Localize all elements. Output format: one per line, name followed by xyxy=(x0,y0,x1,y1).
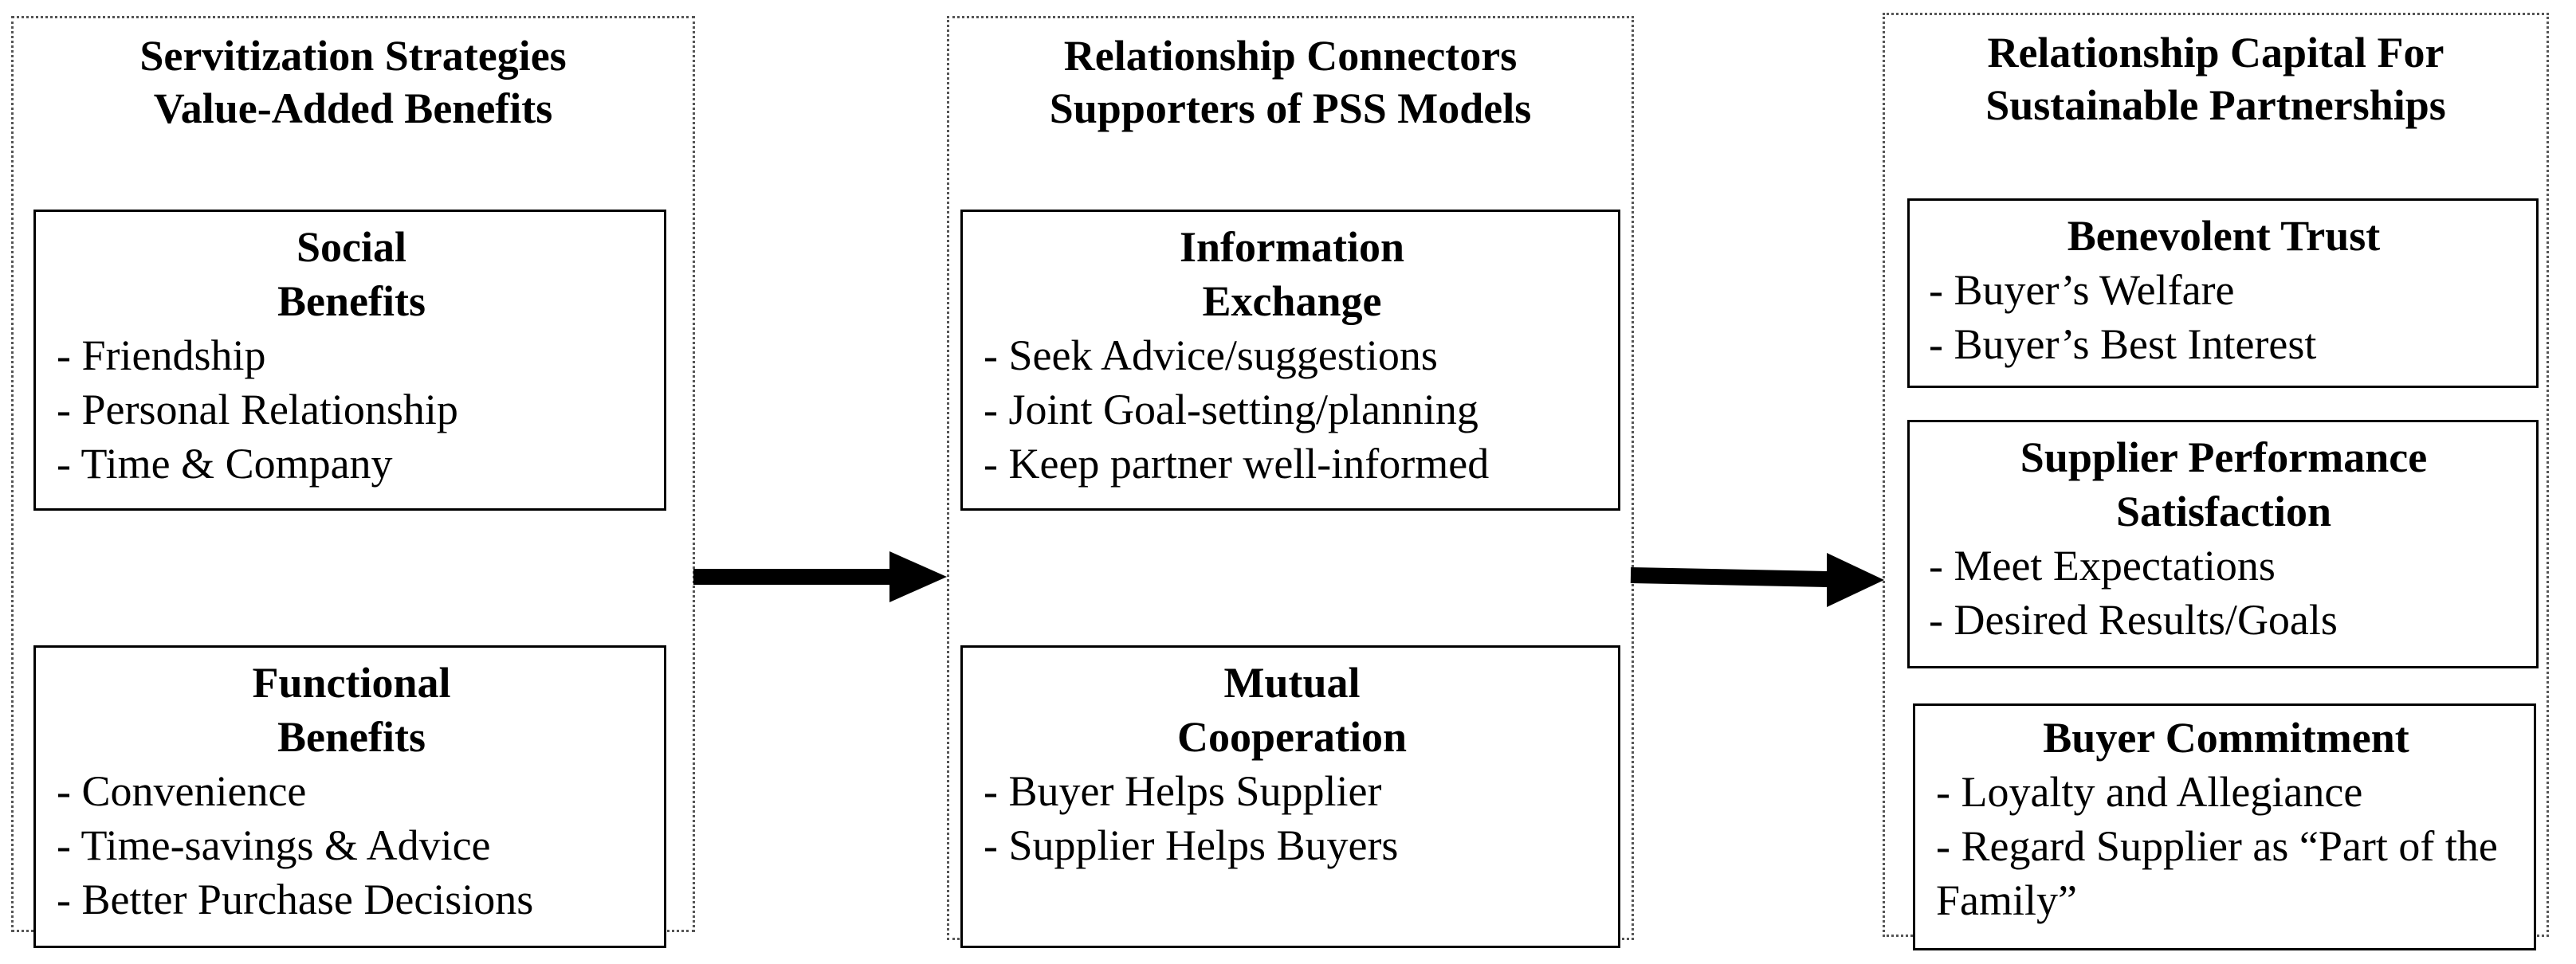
arrow-column1-to-column2 xyxy=(693,551,947,602)
list-item: - Meet Expectations xyxy=(1929,542,2276,590)
list-item: - Friendship xyxy=(57,331,266,379)
box-title: Mutual Cooperation xyxy=(984,656,1600,764)
box-title-line1: Functional xyxy=(252,659,451,707)
list-item: - Personal Relationship xyxy=(57,386,458,433)
list-item: - Loyalty and Allegiance xyxy=(1936,768,2363,816)
box-supplier-performance-satisfaction: Supplier Performance Satisfaction - Meet… xyxy=(1907,420,2539,668)
column-relationship-connectors: Relationship Connectors Supporters of PS… xyxy=(947,16,1634,940)
column-title-line1: Relationship Capital For xyxy=(1987,29,2444,76)
box-functional-benefits: Functional Benefits - Convenience - Time… xyxy=(33,645,666,948)
list-item: - Convenience xyxy=(57,767,307,815)
arrow-column2-to-column3 xyxy=(1630,553,1884,607)
list-item: - Time & Company xyxy=(57,440,393,488)
column-title-line2: Sustainable Partnerships xyxy=(1985,81,2446,129)
box-title-line1: Supplier Performance xyxy=(2020,433,2428,481)
box-title-line1: Information xyxy=(1180,223,1404,271)
column-relationship-capital: Relationship Capital For Sustainable Par… xyxy=(1883,13,2549,937)
box-benevolent-trust: Benevolent Trust - Buyer’s Welfare - Buy… xyxy=(1907,198,2539,388)
column-title-line2: Value-Added Benefits xyxy=(153,84,553,132)
list-item: - Buyer Helps Supplier xyxy=(984,767,1382,815)
box-title-line1: Mutual xyxy=(1223,659,1361,707)
list-item: - Seek Advice/suggestions xyxy=(984,331,1438,379)
list-item: - Regard Supplier as “Part of the Family… xyxy=(1936,822,2498,924)
column-title: Relationship Capital For Sustainable Par… xyxy=(1885,26,2547,131)
box-title: Information Exchange xyxy=(984,220,1600,328)
box-social-benefits: Social Benefits - Friendship - Personal … xyxy=(33,210,666,511)
column-servitization-strategies: Servitization Strategies Value-Added Ben… xyxy=(11,16,695,932)
column-title: Relationship Connectors Supporters of PS… xyxy=(949,29,1632,135)
list-item: - Better Purchase Decisions xyxy=(57,876,534,923)
arrow-head xyxy=(889,551,947,602)
list-item: - Supplier Helps Buyers xyxy=(984,821,1399,869)
column-title-line2: Supporters of PSS Models xyxy=(1049,84,1532,132)
arrow-shaft xyxy=(1630,567,1829,587)
box-information-exchange: Information Exchange - Seek Advice/sugge… xyxy=(960,210,1620,511)
list-item: - Buyer’s Best Interest xyxy=(1929,320,2317,368)
box-title: Buyer Commitment xyxy=(1936,711,2516,765)
box-title-line1: Social xyxy=(296,223,406,271)
box-title-line2: Cooperation xyxy=(1177,713,1407,761)
list-item: - Joint Goal-setting/planning xyxy=(984,386,1478,433)
box-title-line2: Benefits xyxy=(277,277,426,325)
box-title: Functional Benefits xyxy=(57,656,646,764)
list-item: - Desired Results/Goals xyxy=(1929,596,2338,644)
box-title-line2: Satisfaction xyxy=(2116,488,2331,535)
arrow-head xyxy=(1827,553,1884,607)
box-title: Social Benefits xyxy=(57,220,646,328)
box-title-line2: Exchange xyxy=(1202,277,1382,325)
box-title-line1: Buyer Commitment xyxy=(2043,714,2409,762)
box-mutual-cooperation: Mutual Cooperation - Buyer Helps Supplie… xyxy=(960,645,1620,948)
box-title: Supplier Performance Satisfaction xyxy=(1929,430,2519,539)
list-item: - Time-savings & Advice xyxy=(57,821,491,869)
box-title-line1: Benevolent Trust xyxy=(2067,212,2381,260)
box-title-line2: Benefits xyxy=(277,713,426,761)
column-title-line1: Servitization Strategies xyxy=(139,32,567,80)
column-title: Servitization Strategies Value-Added Ben… xyxy=(14,29,693,135)
list-item: - Keep partner well-informed xyxy=(984,440,1490,488)
box-title: Benevolent Trust xyxy=(1929,209,2519,263)
column-title-line1: Relationship Connectors xyxy=(1063,32,1518,80)
box-buyer-commitment: Buyer Commitment - Loyalty and Allegianc… xyxy=(1913,703,2536,950)
list-item: - Buyer’s Welfare xyxy=(1929,266,2235,314)
